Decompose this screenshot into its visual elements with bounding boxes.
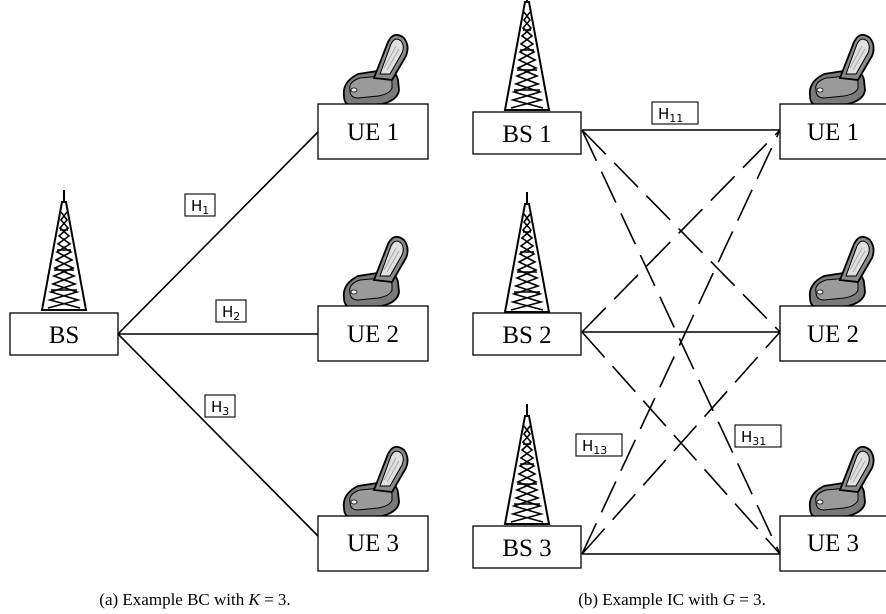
channel-label-h11: H11 xyxy=(651,101,699,125)
link-bs-ue1 xyxy=(117,131,319,335)
ue1-box-b xyxy=(779,103,886,160)
cell-tower-icon xyxy=(41,189,87,311)
ue3-box-a xyxy=(317,515,429,572)
svg-text:H11: H11 xyxy=(658,105,683,125)
svg-text:H2: H2 xyxy=(222,303,240,323)
channel-label-h1: H1 xyxy=(184,193,216,217)
bs2-box xyxy=(472,312,582,356)
bs-label: BS xyxy=(49,322,80,349)
mobile-phone-icon xyxy=(342,33,409,107)
caption-a: (a) Example BC with K = 3. xyxy=(99,590,290,609)
mobile-phone-icon xyxy=(342,235,409,309)
cell-tower-icon xyxy=(504,191,550,313)
ue1-label-a: UE 1 xyxy=(347,119,399,146)
channel-label-h2: H2 xyxy=(215,299,247,323)
ue3-label-b: UE 3 xyxy=(807,530,859,557)
channel-label-h13: H13 xyxy=(575,433,623,457)
panel-b-direct-links xyxy=(582,129,780,555)
panel-b-interference-links xyxy=(581,129,781,555)
link-bs-ue3 xyxy=(117,333,319,537)
mobile-phone-icon xyxy=(342,445,409,519)
ue3-label-a: UE 3 xyxy=(347,530,399,557)
panel-a-links xyxy=(117,131,319,537)
channel-label-h31: H31 xyxy=(734,424,782,448)
bs1-label: BS 1 xyxy=(502,121,551,148)
cell-tower-icon xyxy=(504,403,550,525)
ue2-label-b: UE 2 xyxy=(807,321,859,348)
mobile-phone-icon xyxy=(808,235,875,309)
ue1-label-b: UE 1 xyxy=(807,119,859,146)
svg-text:H1: H1 xyxy=(191,197,209,217)
mobile-phone-icon xyxy=(808,33,875,107)
svg-text:H13: H13 xyxy=(582,437,607,457)
ue2-label-a: UE 2 xyxy=(347,321,399,348)
bs-box xyxy=(9,312,119,356)
ue1-box-a xyxy=(317,103,429,160)
ue2-box-a xyxy=(317,305,429,362)
svg-text:H3: H3 xyxy=(211,398,229,418)
mobile-phone-icon xyxy=(808,445,875,519)
bs3-box xyxy=(472,525,582,569)
bs1-box xyxy=(472,111,582,155)
ue3-box-b xyxy=(779,515,886,572)
bs2-label: BS 2 xyxy=(502,322,551,349)
bs3-label: BS 3 xyxy=(502,535,551,562)
ue2-box-b xyxy=(779,305,886,362)
cell-tower-icon xyxy=(504,0,550,111)
channel-label-h3: H3 xyxy=(204,394,236,418)
svg-text:H31: H31 xyxy=(741,428,766,448)
caption-b: (b) Example IC with G = 3. xyxy=(578,590,766,609)
